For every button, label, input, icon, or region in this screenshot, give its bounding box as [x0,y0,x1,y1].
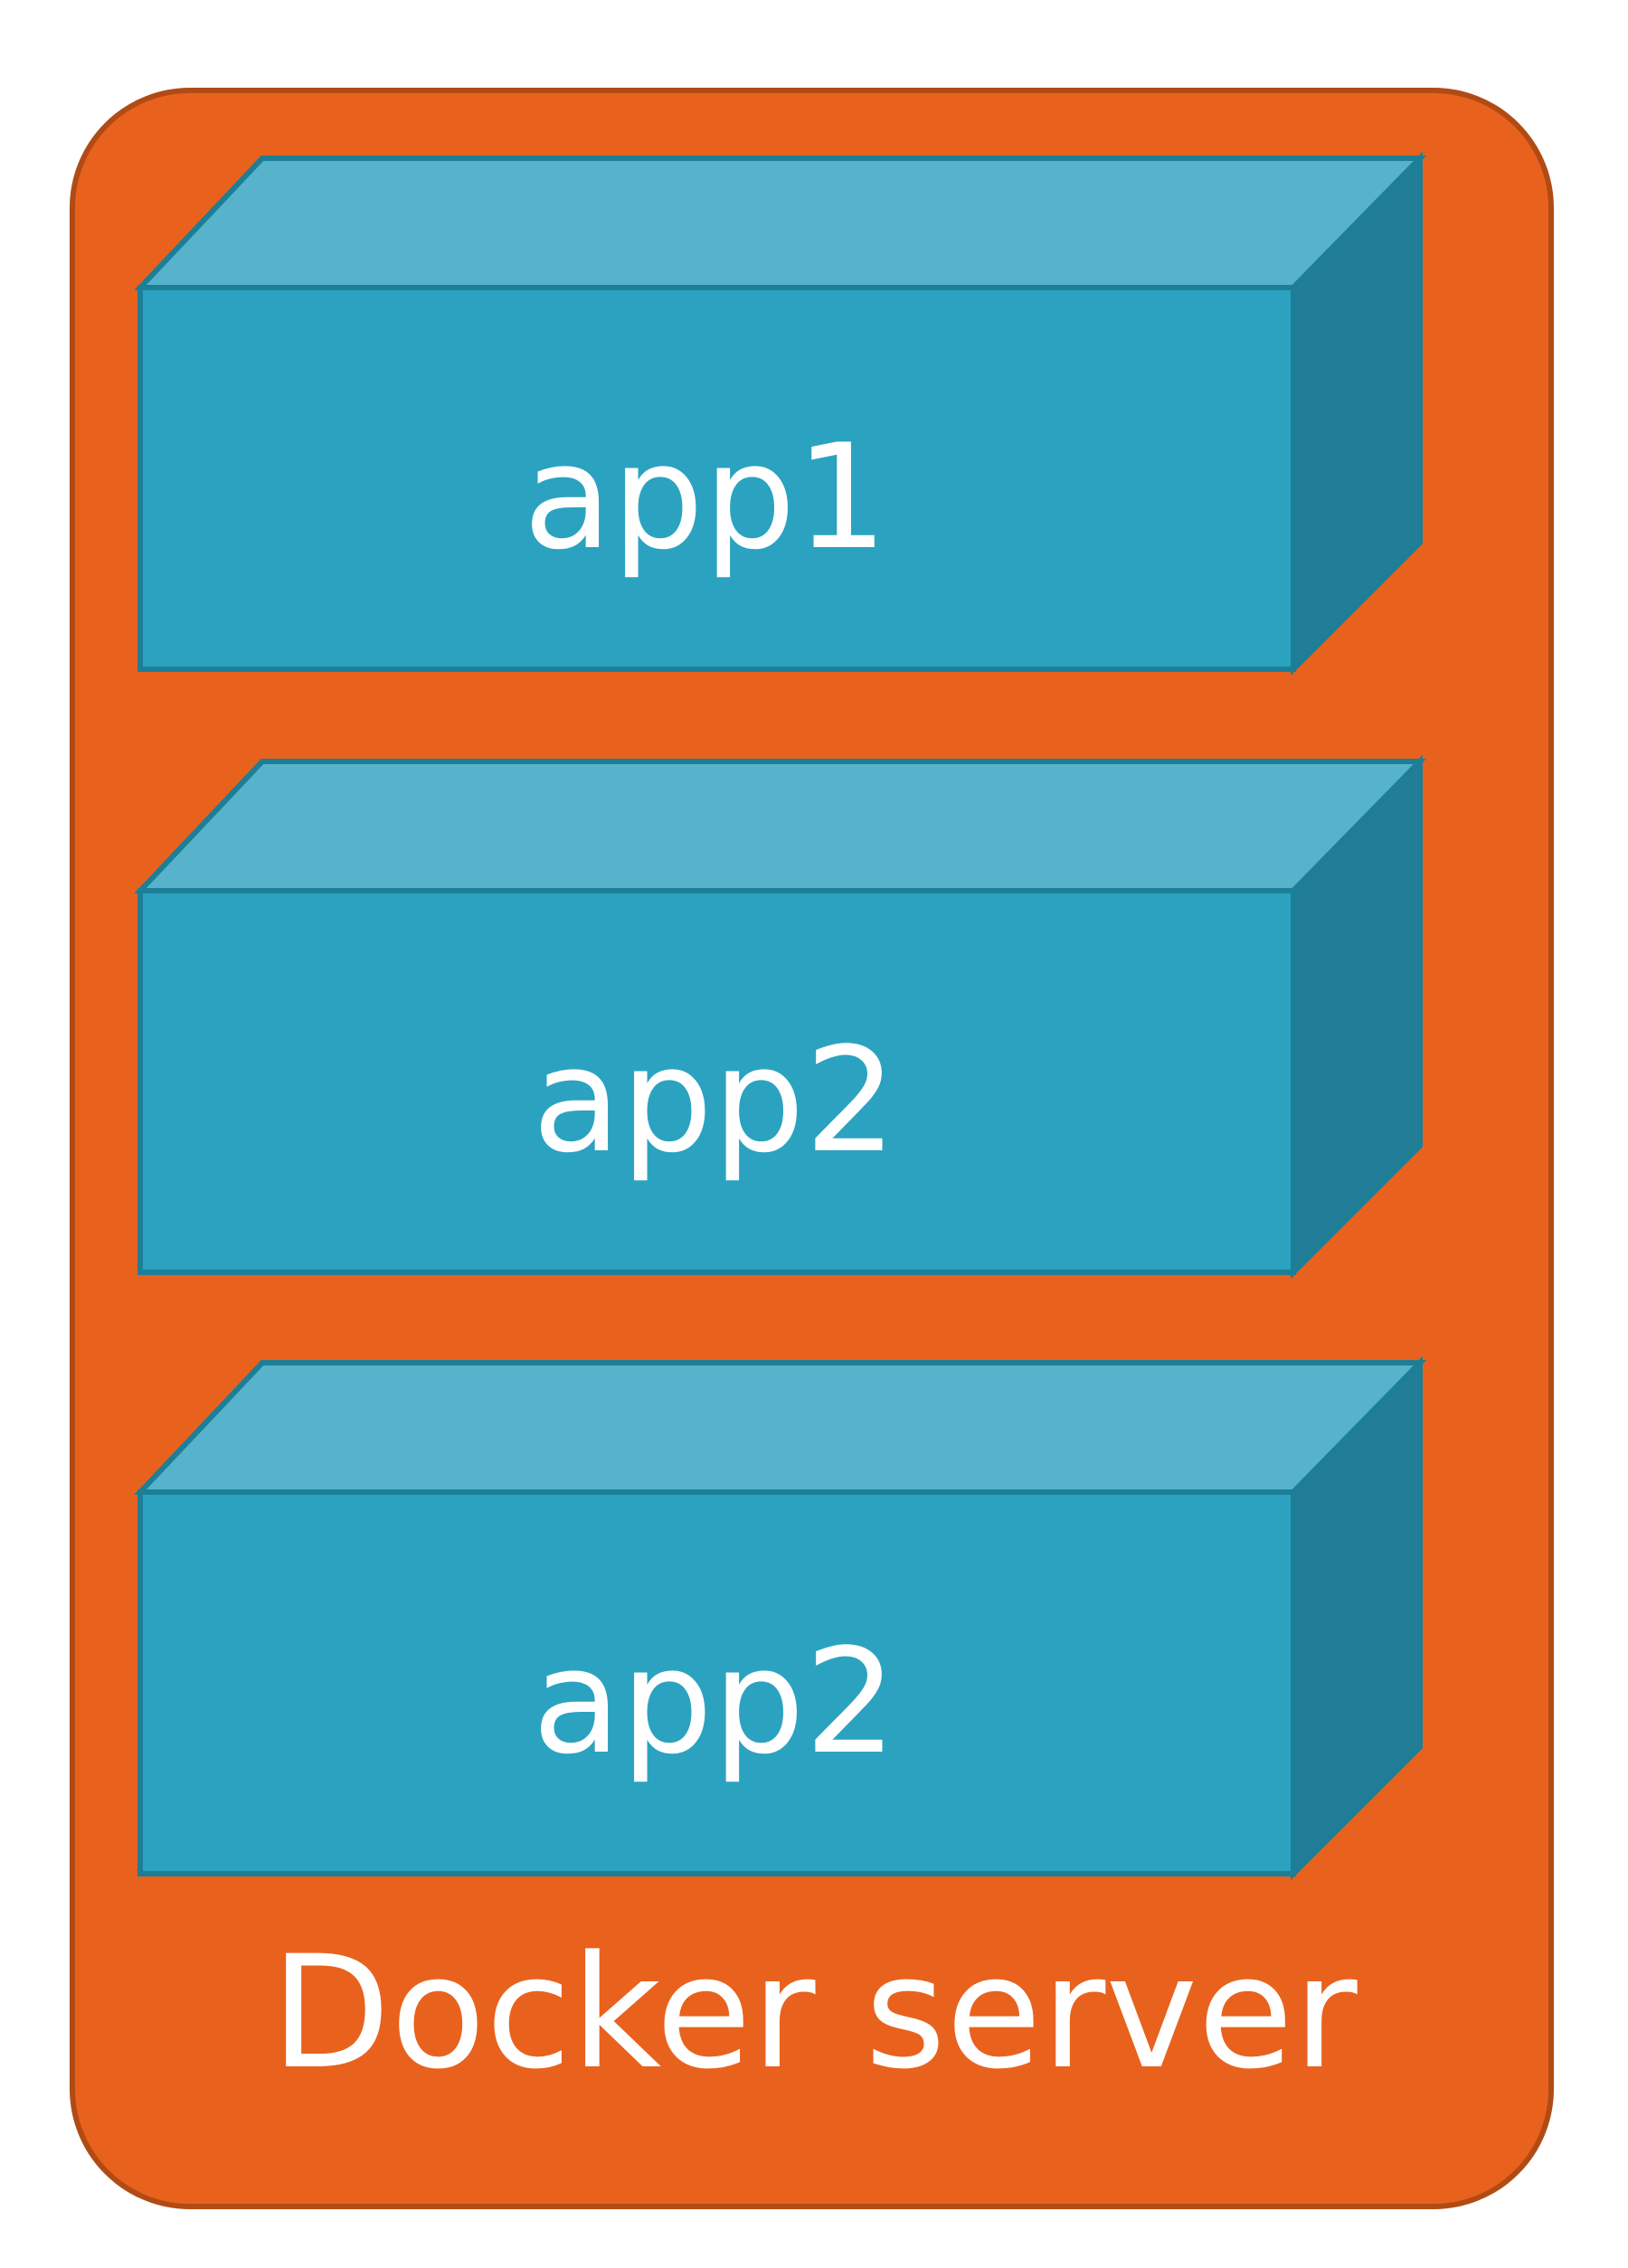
container-front-face [137,888,1296,1275]
container-top-face [134,759,1427,893]
docker-server-label: Docker server [270,1922,1358,2103]
container-app2: app2 [134,754,1427,1280]
container-front-face [137,1489,1296,1876]
container-label: app1 [524,412,888,581]
container-app2-second: app2 [134,1356,1427,1881]
container-front-face [137,285,1296,672]
container-top-face [134,156,1427,290]
container-label: app2 [533,1016,897,1185]
container-top-face [134,1360,1427,1495]
container-label: app2 [533,1617,897,1786]
container-app1: app1 [134,151,1427,676]
